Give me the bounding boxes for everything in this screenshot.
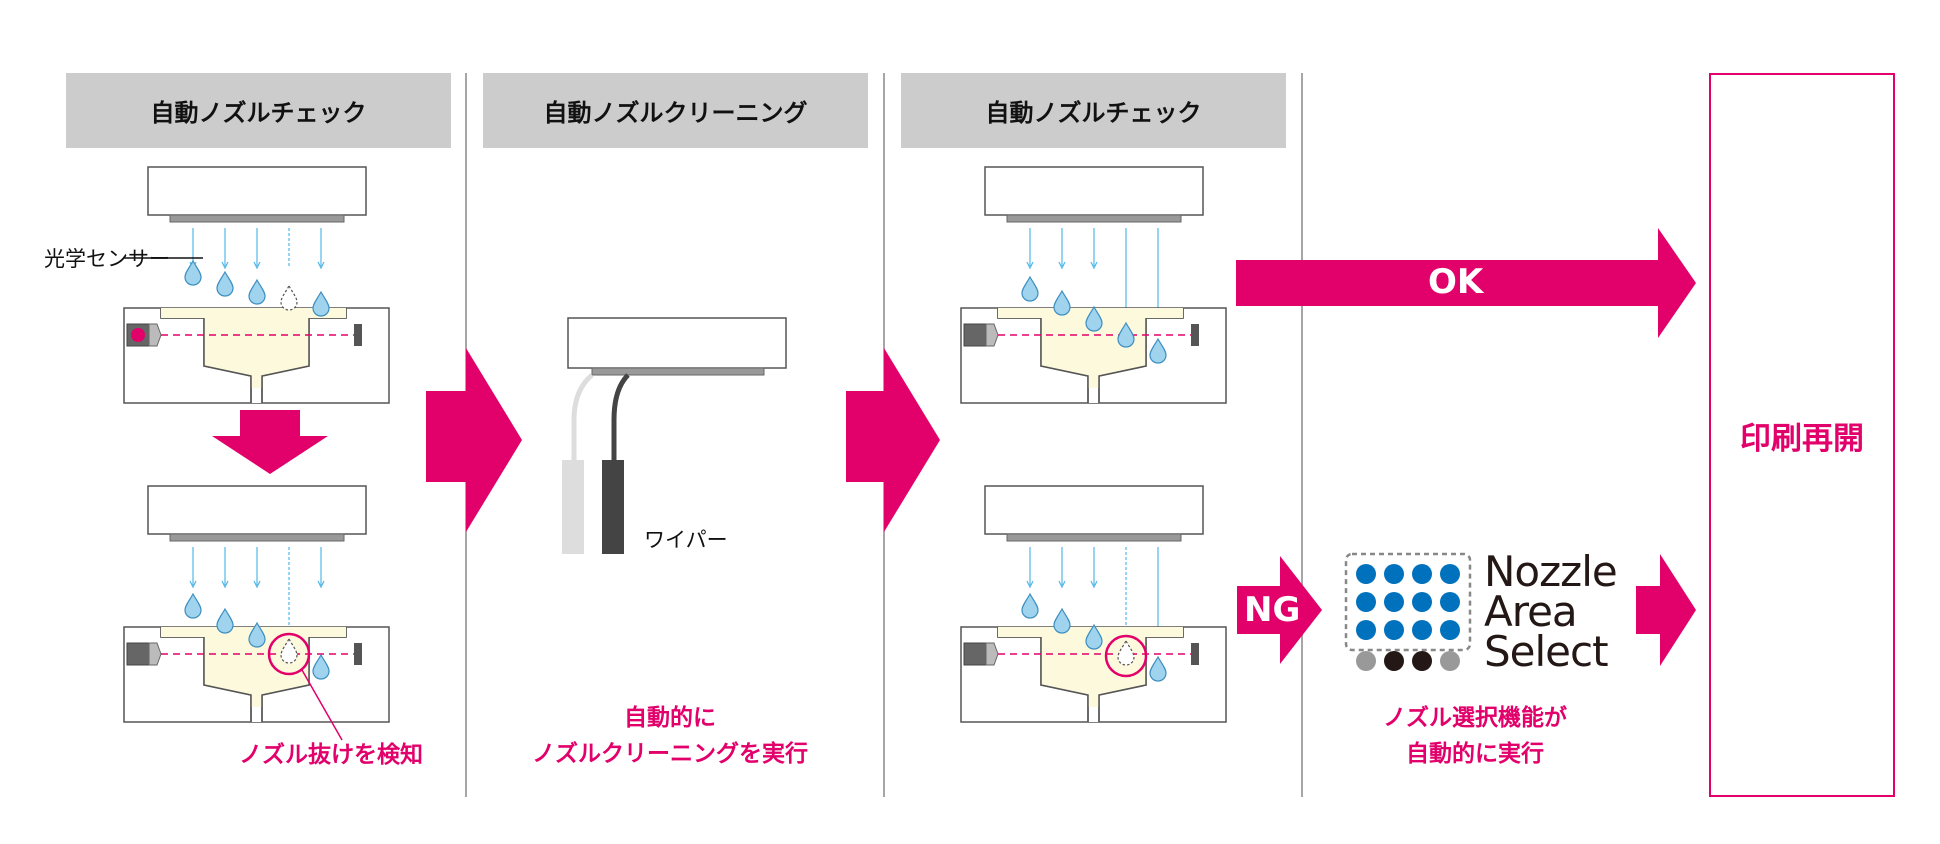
missing-nozzle-circle-recheck [1104, 634, 1148, 678]
print-head-check-top [147, 166, 367, 223]
cleaning-caption: 自動的に ノズルクリーニングを実行 [490, 700, 850, 772]
down-arrow [212, 410, 328, 474]
print-head-check-bottom [147, 485, 367, 542]
cleaning-caption-line2: ノズルクリーニングを実行 [532, 741, 808, 767]
header-nozzle-check-1: 自動ノズルチェック [66, 73, 451, 148]
logo-line-2: Area [1484, 587, 1578, 636]
wiper-label: ワイパー [644, 528, 728, 552]
resume-arrow [1636, 554, 1696, 666]
nozzle-select-caption-line2: 自動的に実行 [1406, 741, 1544, 767]
logo-line-3: Select [1484, 627, 1609, 676]
wiper-blades [562, 373, 630, 554]
resume-printing-box: 印刷再開 [1709, 73, 1895, 797]
ok-label: OK [1428, 262, 1484, 302]
header-nozzle-cleaning: 自動ノズルクリーニング [483, 73, 868, 148]
flow-arrow-1 [426, 348, 522, 532]
flow-arrow-2 [846, 348, 940, 532]
ink-sprays-bottom [189, 546, 325, 637]
ng-arrow [1237, 556, 1322, 664]
nozzle-select-caption: ノズル選択機能が 自動的に実行 [1320, 700, 1630, 772]
print-head-cleaning [567, 317, 787, 376]
sensor-tank-top [123, 307, 390, 404]
ng-label: NG [1244, 590, 1301, 630]
print-head-recheck-top [984, 166, 1204, 223]
nozzle-area-select-logo: Nozzle Area Select [1484, 547, 1618, 676]
missing-nozzle-circle [267, 632, 311, 676]
ink-sprays-top [189, 227, 325, 269]
ok-arrow [1236, 228, 1696, 338]
nozzle-missing-caption: ノズル抜けを検知 [239, 742, 423, 768]
logo-line-1: Nozzle [1484, 547, 1618, 596]
missing-nozzle-leader [301, 669, 343, 741]
optical-sensor-label: 光学センサー [44, 247, 170, 271]
header-nozzle-check-2: 自動ノズルチェック [901, 73, 1286, 148]
optical-sensor-dot [131, 328, 145, 342]
nozzle-area-select-icon [1344, 552, 1472, 671]
print-head-recheck-bottom [984, 485, 1204, 542]
cleaning-caption-line1: 自動的に [624, 705, 716, 731]
nozzle-select-caption-line1: ノズル選択機能が [1383, 705, 1567, 731]
resume-printing-label: 印刷再開 [1740, 420, 1864, 457]
